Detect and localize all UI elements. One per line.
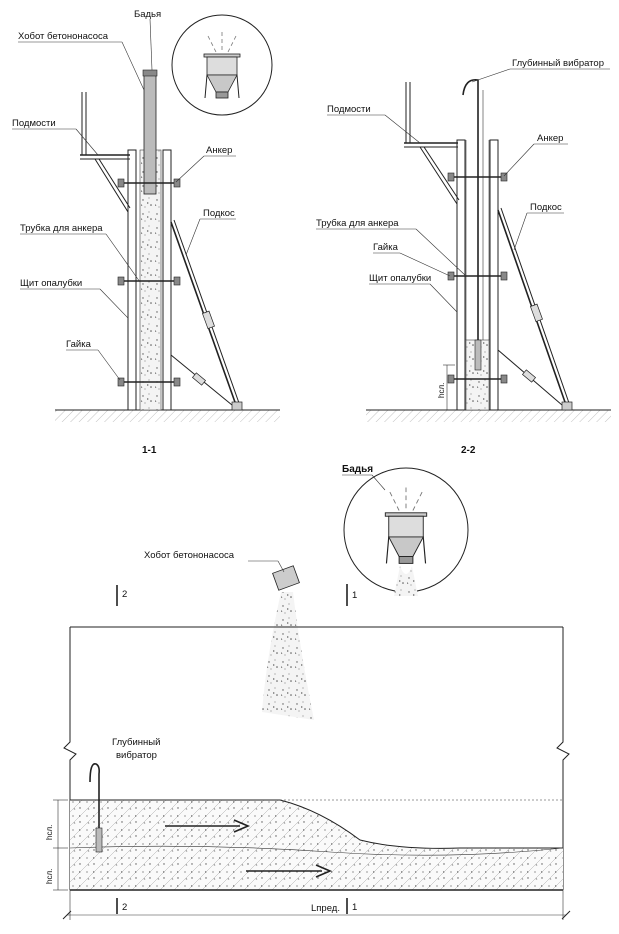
pump-hose — [143, 73, 157, 195]
pump-hose-end — [272, 565, 300, 591]
label-layer-height-upper: hсл. — [45, 825, 54, 840]
flow-arrow-lower — [246, 864, 333, 878]
layer-boundary — [69, 845, 564, 856]
label-anchor-tube: Трубка для анкера — [316, 218, 399, 229]
label-deep-vibrator-line1: Глубинный — [112, 737, 160, 748]
ground-slab — [55, 410, 280, 422]
label-length-limit: Lпред. — [311, 903, 340, 914]
label-nut: Гайка — [66, 339, 92, 350]
brace — [497, 207, 573, 411]
concrete-layers — [70, 800, 563, 890]
label-layer-height: hсл. — [437, 383, 446, 398]
deep-vibrator — [89, 763, 100, 852]
label-scaffold: Подмости — [327, 104, 371, 115]
cut-mark-top-left: 2 — [122, 589, 127, 600]
section-mark-2-2: 2-2 — [461, 445, 476, 456]
label-pump-hose: Хобот бетононасоса — [144, 550, 235, 561]
formwork-panel-right — [162, 149, 172, 411]
concrete-spray — [262, 592, 314, 720]
label-formwork-panel: Щит опалубки — [369, 273, 431, 284]
label-formwork-panel: Щит опалубки — [20, 278, 82, 289]
anchors — [447, 172, 508, 384]
scaffold — [404, 82, 460, 205]
scaffold — [80, 92, 131, 213]
formwork-panel-left — [456, 139, 466, 411]
upper-layer-surface — [70, 799, 563, 849]
label-brace: Подкос — [203, 208, 235, 219]
formwork-panel-right — [489, 139, 499, 411]
section-1-1: Бадья Хобот бетононасоса Подмости Анкер … — [12, 9, 280, 456]
flow-arrow-upper — [165, 819, 251, 833]
label-anchor: Анкер — [537, 133, 563, 144]
cut-mark-bottom-right: 1 — [352, 902, 357, 913]
section-mark-1-1: 1-1 — [142, 445, 157, 456]
formwork-panel-left — [127, 149, 137, 411]
label-anchor: Анкер — [206, 145, 232, 156]
label-anchor-tube: Трубка для анкера — [20, 223, 103, 234]
label-brace: Подкос — [530, 202, 562, 213]
left-edge — [63, 627, 77, 890]
right-edge — [556, 627, 570, 890]
cut-mark-bottom-left: 2 — [122, 902, 127, 913]
section-2-2: hсл. Глубинный вибратор Подмости Анкер Т… — [316, 58, 611, 456]
elevation-view: Бадья Хобот бетононасоса 2 1 — [45, 464, 571, 920]
label-scaffold: Подмости — [12, 118, 56, 129]
label-deep-vibrator: Глубинный вибратор — [512, 58, 604, 69]
anchors — [117, 178, 181, 387]
label-layer-height-lower: hсл. — [45, 869, 54, 884]
label-bucket: Бадья — [134, 9, 161, 20]
label-nut: Гайка — [373, 242, 399, 253]
cut-mark-top-right: 1 — [352, 590, 357, 601]
label-bucket: Бадья — [342, 464, 373, 475]
label-deep-vibrator-line2: вибратор — [116, 750, 157, 761]
label-pump-hose: Хобот бетононасоса — [18, 31, 109, 42]
brace — [170, 219, 243, 411]
ground-slab — [366, 410, 611, 422]
